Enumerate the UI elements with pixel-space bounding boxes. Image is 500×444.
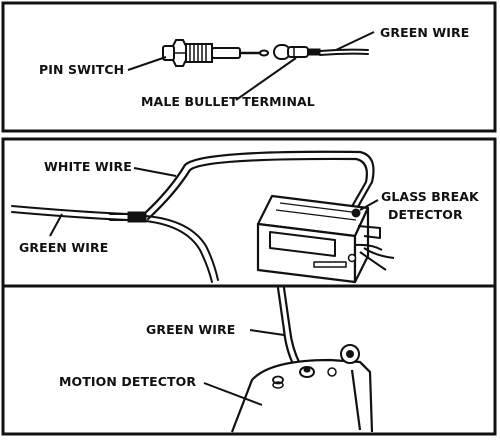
male-bullet-terminal-icon: [273, 44, 321, 60]
green-wire-2-label: GREEN WIRE: [19, 240, 109, 255]
panel-2-wires: [11, 150, 375, 283]
green-wire-3-label: GREEN WIRE: [146, 322, 236, 337]
white-wire-leader: [133, 167, 177, 177]
glass-break-label-line1: GLASS BREAK: [381, 189, 479, 204]
green-wire-2-leader: [49, 213, 63, 237]
white-wire-label: WHITE WIRE: [44, 159, 132, 174]
motion-detector-icon: [230, 344, 374, 433]
green-wire-1: [319, 48, 369, 56]
motion-detector-leader: [203, 382, 263, 406]
glass-break-detector-icon: [256, 194, 395, 284]
male-bullet-terminal-leader: [235, 57, 297, 101]
green-wire-1-label: GREEN WIRE: [380, 25, 470, 40]
glass-break-label-line2: DETECTOR: [388, 207, 463, 222]
green-wire-3-leader: [249, 329, 285, 336]
pin-switch-icon: [162, 39, 269, 67]
panel-3-wire: [276, 286, 302, 368]
glass-break-leader: [359, 199, 379, 211]
pin-switch-leader: [127, 56, 167, 71]
male-bullet-terminal-label: MALE BULLET TERMINAL: [141, 94, 315, 109]
panel-1-frame: [1, 1, 497, 133]
pin-switch-label: PIN SWITCH: [39, 62, 125, 77]
motion-detector-label: MOTION DETECTOR: [59, 374, 197, 389]
panel-3-frame: [1, 284, 497, 436]
green-wire-1-leader: [335, 31, 375, 51]
